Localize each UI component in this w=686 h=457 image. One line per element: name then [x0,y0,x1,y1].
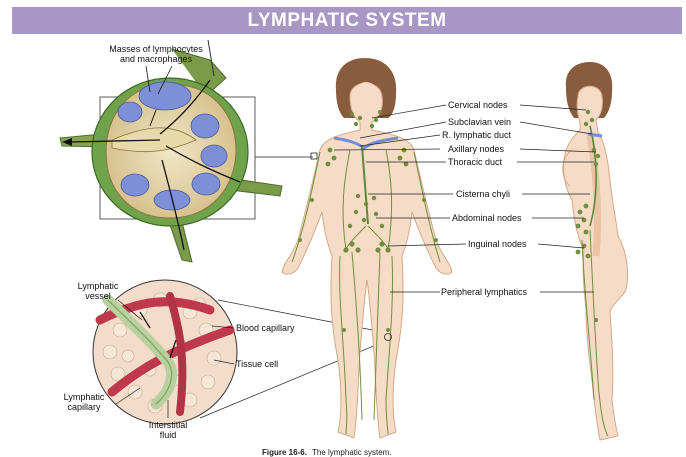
label-interstitial-fluid-line1: Interstitial [149,420,188,430]
label-cervical-nodes: Cervical nodes [448,100,508,110]
caption-figure-number: Figure 16-6. [262,448,307,457]
face [352,82,380,118]
label-lymphatic-capillary-line2: capillary [67,402,101,412]
label-masses-line1: Masses of lymphocytes [109,44,203,54]
follicle [201,145,227,167]
label-lymphatic-vessel-line1: Lymphatic [78,281,119,291]
side-body-outline [564,86,628,440]
follicle [121,174,149,196]
label-abdominal-nodes: Abdominal nodes [452,213,522,223]
lymph-node-illustration [60,40,317,262]
label-thoracic-duct: Thoracic duct [448,157,503,167]
follicle [118,102,142,122]
label-lymphatic-vessel-line2: vessel [85,291,111,301]
label-interstitial-fluid-line2: fluid [160,430,177,440]
label-tissue-cell: Tissue cell [236,359,278,369]
side-body-figure [563,62,628,440]
label-r-lymphatic-duct: R. lymphatic duct [442,130,512,140]
label-subclavian-vein: Subclavian vein [448,117,511,127]
label-peripheral-lymphatics: Peripheral lymphatics [441,287,528,297]
follicle [191,114,219,138]
side-subclavian-vein [588,134,602,136]
label-axillary-nodes: Axillary nodes [448,144,505,154]
caption: Figure 16-6. The lymphatic system. [262,448,392,457]
label-inguinal-nodes: Inguinal nodes [468,239,527,249]
label-masses-line2: and macrophages [120,54,193,64]
label-lymphatic-capillary-line1: Lymphatic [64,392,105,402]
label-cisterna-chyli: Cisterna chyli [456,189,510,199]
follicle [192,173,220,195]
label-blood-capillary: Blood capillary [236,323,295,333]
afferent-vessel-bottom [170,222,192,262]
caption-text: The lymphatic system. [312,448,392,457]
front-body-figure [282,58,452,438]
tissue-detail-illustration [93,280,237,424]
follicle [139,82,191,110]
